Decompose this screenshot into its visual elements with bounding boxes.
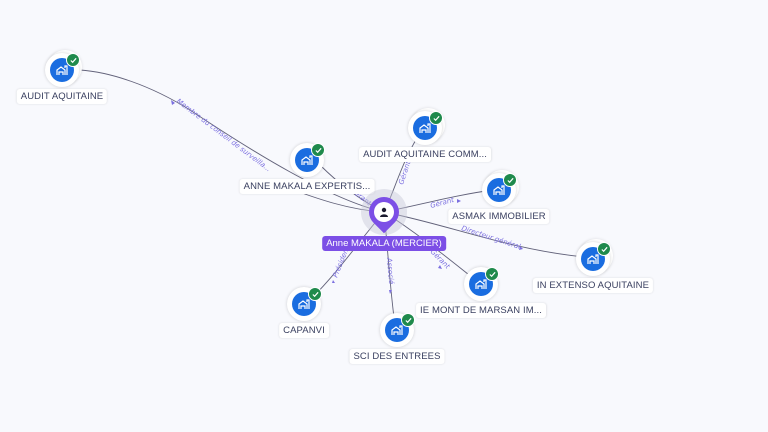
- verified-check-icon: [401, 313, 415, 327]
- node-label: IE MONT DE MARSAN IM...: [416, 303, 546, 318]
- verified-check-icon: [503, 173, 517, 187]
- edge-label-in-extenso-aquitaine: Directeur général: [460, 224, 523, 251]
- edge-label-text: Gérant: [397, 160, 412, 186]
- edge-label-audit-aquitaine-comm: Gérant: [397, 160, 412, 186]
- verified-check-icon: [485, 267, 499, 281]
- node-label: ASMAK IMMOBILIER: [448, 209, 550, 224]
- node-label: AUDIT AQUITAINE COMM...: [359, 147, 491, 162]
- edge-label-text: Gérant: [429, 196, 455, 210]
- building-icon: [581, 247, 605, 271]
- edge-label-asmak-immobilier: Gérant: [429, 196, 461, 210]
- node-label: IN EXTENSO AQUITAINE: [532, 278, 654, 293]
- edge-audit-aquitaine: [79, 69, 385, 213]
- edge-label-text: Directeur général: [460, 224, 521, 251]
- node-label: CAPANVI: [279, 323, 329, 338]
- verified-check-icon: [66, 53, 80, 67]
- person-icon: [374, 202, 394, 222]
- node-label: ANNE MAKALA EXPERTIS...: [239, 179, 375, 194]
- edge-in-extenso-aquitaine: [383, 211, 586, 258]
- node-label: AUDIT AQUITAINE: [16, 89, 108, 104]
- center-person-label: Anne MAKALA (MERCIER): [322, 236, 446, 251]
- edge-label-text: Membre du conseil de surveilla...: [175, 97, 272, 173]
- edge-label-text: Associé: [385, 256, 395, 285]
- verified-check-icon: [429, 111, 443, 125]
- verified-check-icon: [308, 287, 322, 301]
- edge-label-audit-aquitaine: Membre du conseil de surveilla...: [171, 97, 272, 173]
- node-label: SCI DES ENTREES: [349, 349, 445, 364]
- edge-label-ie-mont-de-marsan: Gérant: [429, 248, 452, 271]
- verified-check-icon: [311, 143, 325, 157]
- edge-label-sci-des-entrees: Associé: [385, 256, 395, 294]
- verified-check-icon: [597, 242, 611, 256]
